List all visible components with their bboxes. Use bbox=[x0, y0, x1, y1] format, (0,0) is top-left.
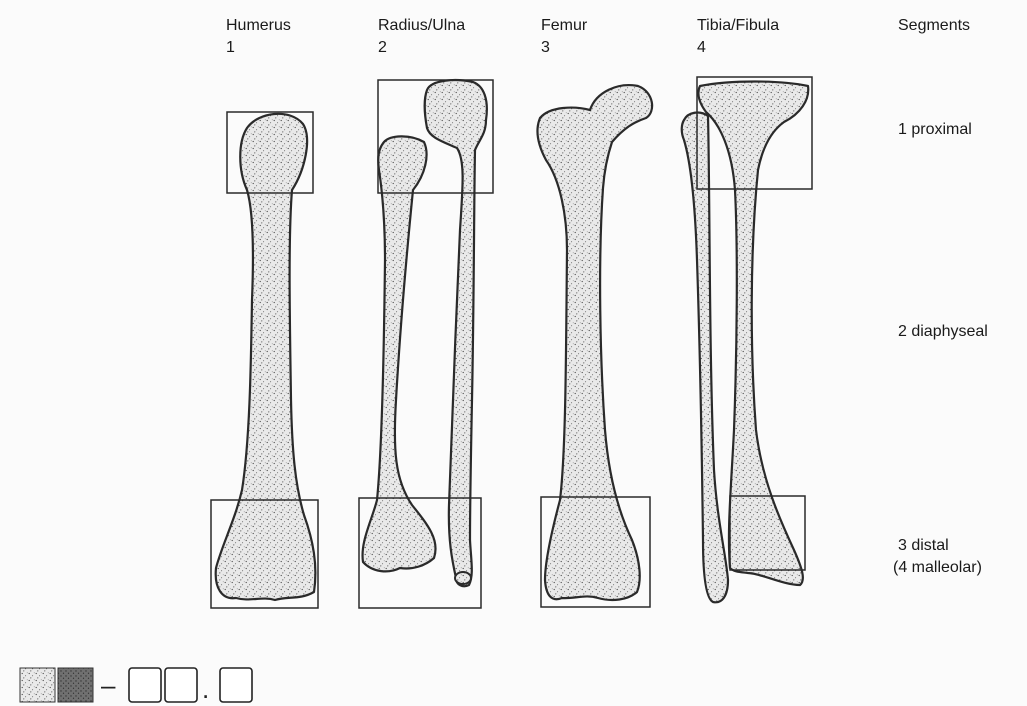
humerus-bone bbox=[216, 114, 316, 600]
code-dash: – bbox=[101, 670, 116, 700]
ulna-bone bbox=[425, 80, 487, 586]
code-box-3 bbox=[220, 668, 252, 702]
ulna-styloid bbox=[455, 572, 471, 584]
fibula-bone bbox=[682, 113, 728, 603]
femur-bone bbox=[538, 85, 653, 600]
code-swatch-dark bbox=[58, 668, 93, 702]
code-box-2 bbox=[165, 668, 197, 702]
radius-bone bbox=[363, 136, 436, 571]
code-dot: . bbox=[202, 674, 209, 704]
code-box-1 bbox=[129, 668, 161, 702]
code-swatch-light bbox=[20, 668, 55, 702]
